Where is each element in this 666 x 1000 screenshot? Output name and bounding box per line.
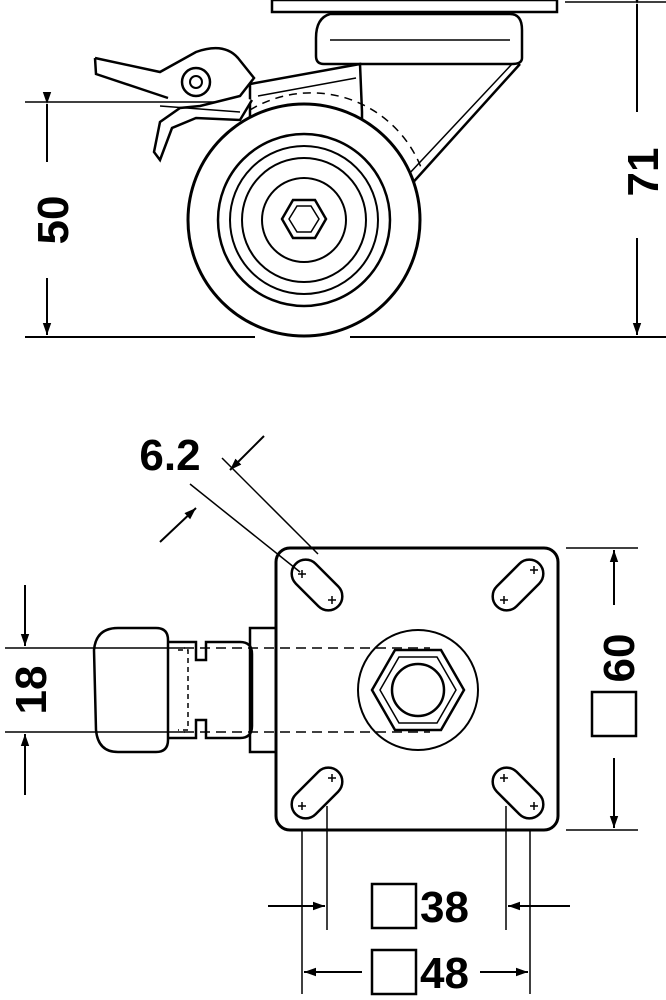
brake-pedal-top (92, 626, 170, 754)
top-view (92, 546, 560, 832)
dimension-6-2: 6.2 (139, 431, 319, 573)
dimension-label-71: 71 (619, 148, 666, 197)
dimension-38: 38 (268, 806, 570, 932)
axle-nut (280, 198, 328, 240)
slot-top-left (290, 558, 344, 612)
swivel-head (314, 12, 524, 66)
dimension-label-6-2: 6.2 (139, 431, 200, 480)
dimension-48: 48 (301, 830, 531, 998)
square-symbol-38 (370, 882, 418, 930)
dimension-label-48: 48 (420, 949, 469, 998)
square-symbol-60 (590, 690, 638, 738)
dimension-18: 18 (5, 585, 185, 795)
dimension-label-38: 38 (420, 883, 469, 932)
side-view (25, 0, 666, 338)
brake-pedal (94, 46, 256, 163)
dimension-71: 71 (619, 0, 666, 335)
slot-top-right (491, 558, 545, 612)
dimension-label-18: 18 (7, 666, 56, 715)
top-plate (270, 0, 559, 14)
dimension-label-60: 60 (595, 634, 644, 683)
dimension-60: 60 (566, 547, 644, 831)
square-symbol-48 (370, 948, 418, 996)
dimension-50: 50 (29, 92, 78, 335)
center-nut (370, 648, 466, 732)
dimension-label-50: 50 (29, 196, 78, 245)
